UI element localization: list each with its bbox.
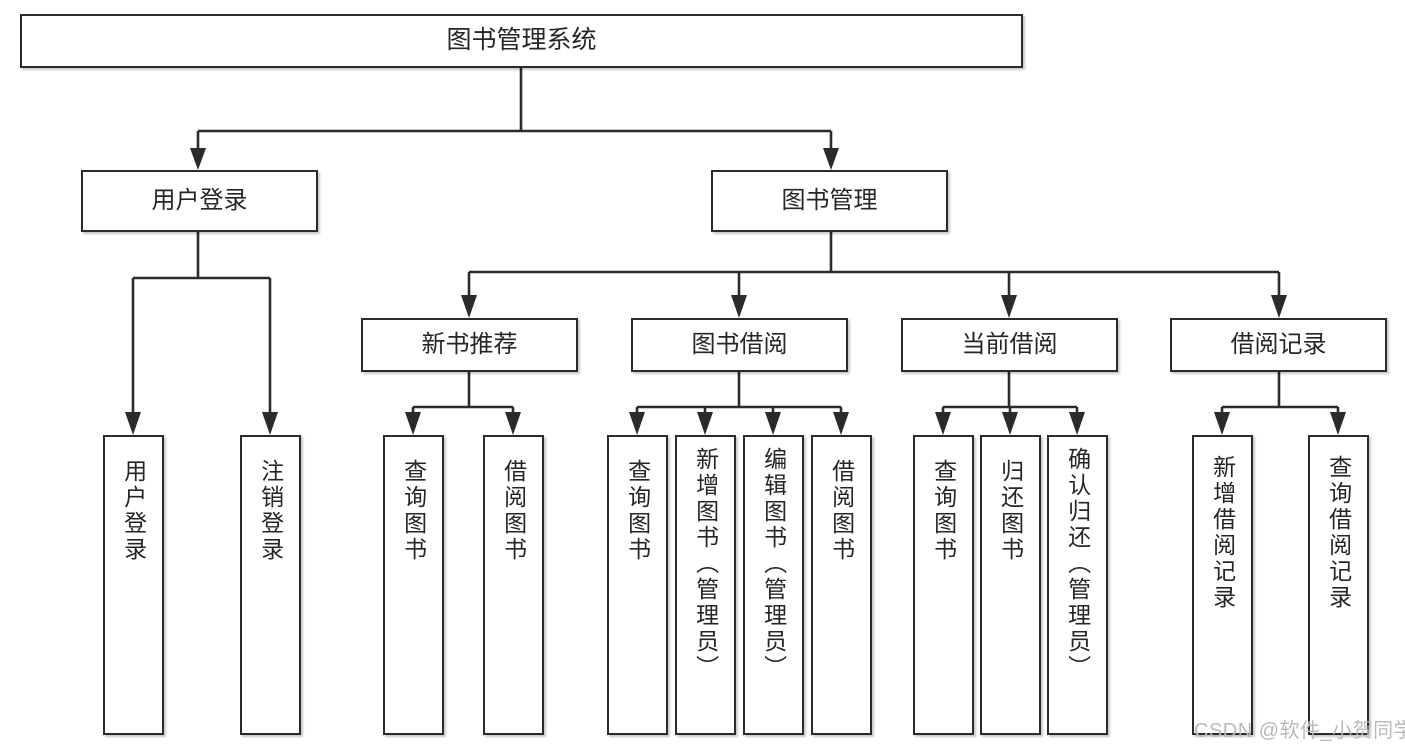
node-label: 用户登录 xyxy=(120,459,147,563)
node-label: 查询图书 xyxy=(400,459,427,563)
node-label: 归还图书 xyxy=(997,459,1024,563)
node-label: 图书借阅 xyxy=(691,330,788,358)
node-user-login[interactable]: 用户登录 xyxy=(81,170,318,232)
node-label: 注销登录 xyxy=(257,459,284,563)
node-root-book-management-system[interactable]: 图书管理系统 xyxy=(20,14,1023,68)
node-label: 新增借阅记录 xyxy=(1209,455,1236,611)
leaf-query-books-recommendation[interactable]: 查询图书 xyxy=(383,435,444,735)
leaf-edit-book-admin[interactable]: 编辑图书（管理员） xyxy=(743,435,804,735)
leaf-query-books-current[interactable]: 查询图书 xyxy=(913,435,974,735)
node-current-borrowing[interactable]: 当前借阅 xyxy=(901,318,1118,372)
leaf-confirm-return-admin[interactable]: 确认归还（管理员） xyxy=(1047,435,1108,735)
node-label: 用户登录 xyxy=(151,186,248,214)
leaf-query-borrowing-record[interactable]: 查询借阅记录 xyxy=(1308,435,1369,735)
leaf-add-book-admin[interactable]: 新增图书（管理员） xyxy=(675,435,736,735)
node-label: 确认归还（管理员） xyxy=(1064,447,1091,681)
node-borrowing-records[interactable]: 借阅记录 xyxy=(1170,318,1387,372)
leaf-return-books[interactable]: 归还图书 xyxy=(980,435,1041,735)
node-label: 查询图书 xyxy=(930,459,957,563)
node-new-book-recommendation[interactable]: 新书推荐 xyxy=(361,318,578,372)
node-label: 查询借阅记录 xyxy=(1325,455,1352,611)
node-label: 借阅图书 xyxy=(828,459,855,563)
node-label: 当前借阅 xyxy=(961,330,1058,358)
node-label: 新书推荐 xyxy=(421,330,518,358)
leaf-add-borrowing-record[interactable]: 新增借阅记录 xyxy=(1192,435,1253,735)
leaf-user-login[interactable]: 用户登录 xyxy=(103,435,164,735)
node-label: 借阅图书 xyxy=(500,459,527,563)
node-label: 编辑图书（管理员） xyxy=(760,447,787,681)
node-label: 新增图书（管理员） xyxy=(692,447,719,681)
leaf-logout[interactable]: 注销登录 xyxy=(240,435,301,735)
watermark-text: CSDN @软件_小贺同学 xyxy=(1194,720,1405,742)
leaf-borrow-books-recommendation[interactable]: 借阅图书 xyxy=(483,435,544,735)
node-label: 图书管理 xyxy=(781,186,878,214)
node-book-management[interactable]: 图书管理 xyxy=(711,170,948,232)
node-label: 借阅记录 xyxy=(1230,330,1327,358)
node-book-borrowing[interactable]: 图书借阅 xyxy=(631,318,848,372)
node-label: 查询图书 xyxy=(624,459,651,563)
node-label: 图书管理系统 xyxy=(446,26,597,55)
leaf-query-books-borrowing[interactable]: 查询图书 xyxy=(607,435,668,735)
leaf-borrow-books[interactable]: 借阅图书 xyxy=(811,435,872,735)
